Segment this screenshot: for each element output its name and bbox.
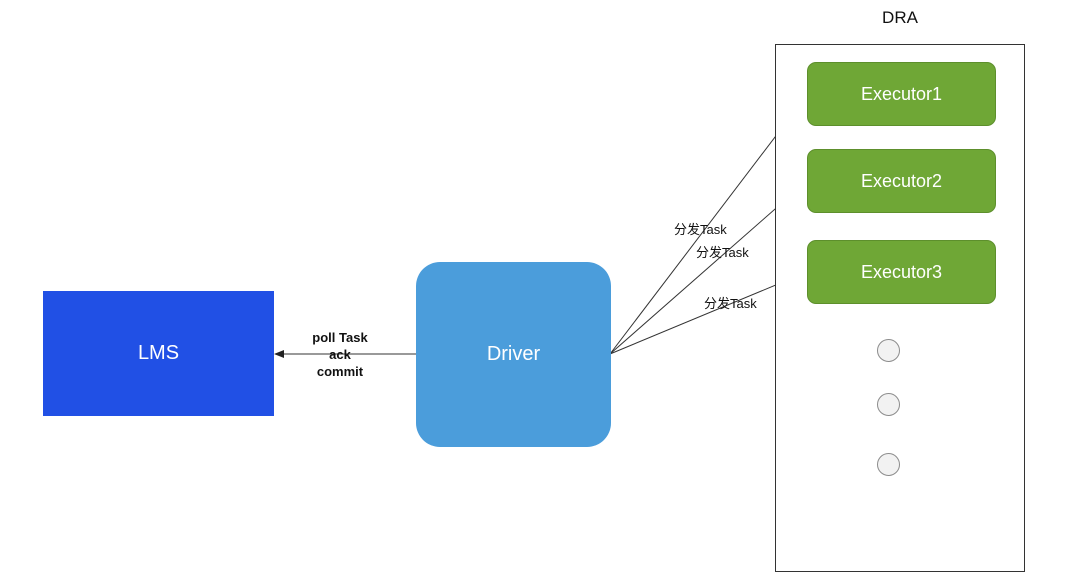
edge-label-line-ack: ack: [329, 347, 351, 362]
placeholder-executor-circle: [877, 393, 900, 416]
executor-label: Executor3: [860, 261, 943, 282]
placeholder-executor-circle: [877, 453, 900, 476]
driver-label: Driver: [486, 343, 541, 365]
executor-node-3: Executor3: [807, 240, 996, 304]
edge-label-line-poll: poll Task: [312, 330, 368, 345]
edge-label-line-commit: commit: [316, 364, 364, 379]
lms-label: LMS: [137, 342, 180, 364]
arrow-driver-to-executor3: [609, 271, 808, 355]
dispatch-task-label-2: 分发Task: [696, 245, 749, 260]
executor-label: Executor2: [860, 170, 943, 191]
driver-node: Driver: [416, 262, 611, 447]
executor-node-1: Executor1: [807, 62, 996, 126]
dispatch-task-label-3: 分发Task: [704, 296, 757, 311]
executor-label: Executor1: [860, 83, 943, 104]
placeholder-executor-circle: [877, 339, 900, 362]
executor-node-2: Executor2: [807, 149, 996, 213]
driver-lms-edge-label: poll Task ack commit: [295, 329, 385, 380]
dispatch-task-label-1: 分发Task: [674, 222, 727, 237]
dra-container: [775, 44, 1025, 572]
arrow-driver-to-executor2: [609, 180, 808, 355]
arrow-driver-to-executor1: [609, 94, 808, 355]
lms-node: LMS: [43, 291, 274, 416]
dra-title: DRA: [882, 8, 918, 27]
